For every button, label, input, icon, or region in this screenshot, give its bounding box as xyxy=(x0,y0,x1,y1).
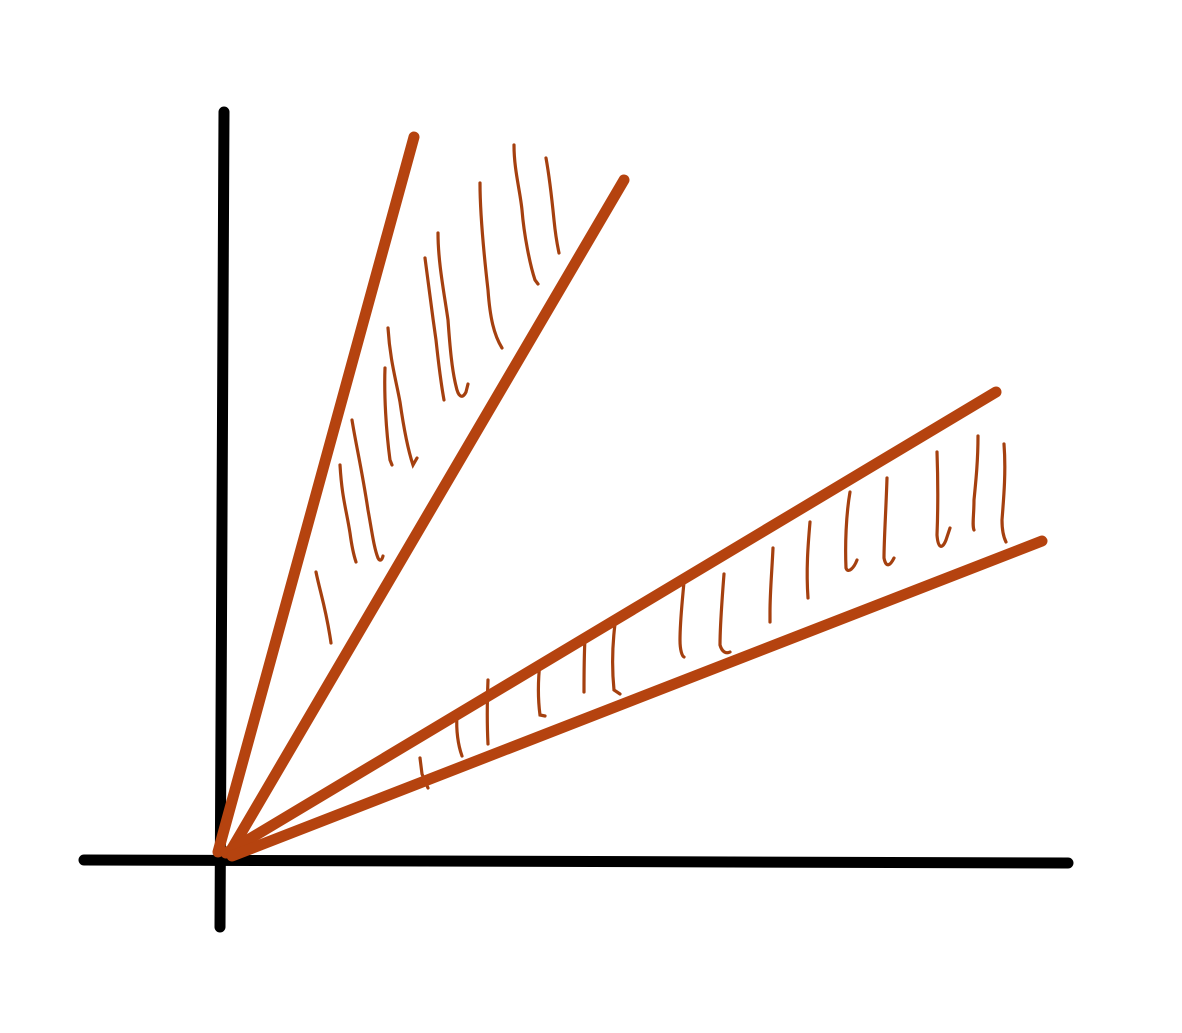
hatch-stroke xyxy=(350,418,385,562)
hatch-stroke xyxy=(314,570,333,645)
lower-sector-upper-ray xyxy=(220,386,1002,859)
hatch-stroke xyxy=(544,156,561,255)
hatch-stroke xyxy=(935,450,952,548)
rays xyxy=(212,131,1048,862)
upper-sector-outer-ray xyxy=(212,131,420,858)
x-axis xyxy=(78,854,1074,869)
hatch-stroke xyxy=(423,256,446,402)
hatch-stroke xyxy=(882,476,896,567)
hatch-stroke xyxy=(455,714,464,758)
y-axis xyxy=(214,106,230,933)
hatch-stroke xyxy=(678,580,686,659)
hatch-stroke xyxy=(383,366,394,467)
lower-sector-lower-ray xyxy=(226,535,1048,862)
hatch-stroke xyxy=(805,520,812,600)
hatch-stroke xyxy=(582,636,587,694)
hatch-stroke xyxy=(478,181,504,350)
hatch-stroke xyxy=(338,463,358,564)
hatch-stroke xyxy=(971,434,980,532)
upper-sector-hatching xyxy=(314,143,561,645)
hatch-stroke xyxy=(718,572,732,655)
upper-sector-inner-ray xyxy=(224,174,630,858)
lower-sector-hatching xyxy=(418,434,1008,790)
hatch-stroke xyxy=(485,678,490,746)
hatch-stroke xyxy=(1000,442,1008,544)
hatch-stroke xyxy=(844,490,859,573)
axes xyxy=(78,106,1074,933)
hatch-stroke xyxy=(512,143,540,286)
hatch-stroke xyxy=(611,622,622,696)
hatch-stroke xyxy=(386,326,419,469)
hatch-stroke xyxy=(436,231,470,398)
hatch-stroke xyxy=(768,546,775,624)
